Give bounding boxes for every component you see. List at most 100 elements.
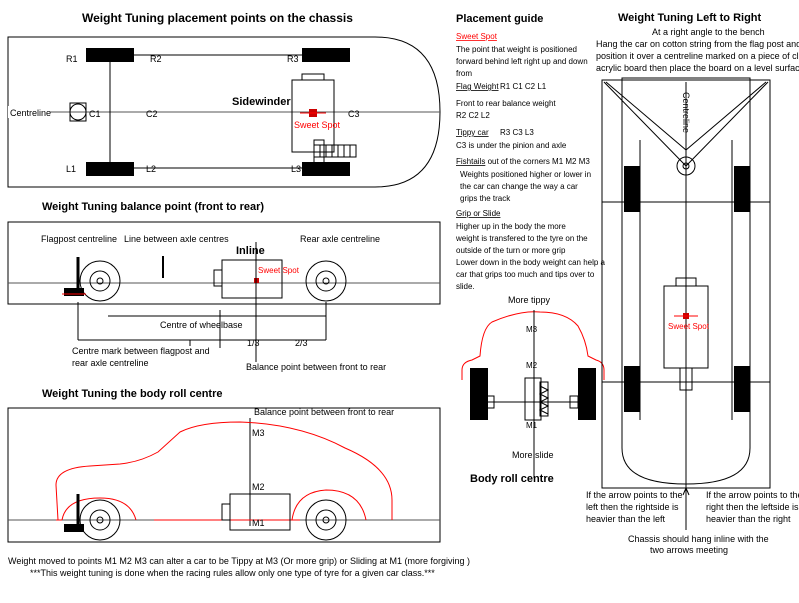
guide-sweet-spot-line: forward behind left right up and down [456, 57, 588, 66]
roll-side-view [7, 407, 441, 543]
guide-fishtails-head: Fishtails [456, 157, 485, 166]
guide-grip-line: Higher up in the body the more [456, 222, 566, 231]
wheel-front-left [86, 162, 134, 176]
sweet-spot-label: Sweet Spot [258, 266, 300, 275]
lr-centreline-label: Centreline [681, 92, 691, 133]
front-m3: M3 [526, 325, 538, 334]
roll-m1: M1 [252, 518, 265, 528]
lr-desc-line: acrylic board then place the board on a … [596, 63, 799, 73]
bottom-note-1: Weight moved to points M1 M2 M3 can alte… [8, 556, 470, 566]
car-body-outline [55, 421, 393, 521]
point-r1: R1 [66, 54, 78, 64]
guide-fishtails: Fishtails out of the corners M1 M2 M3 [456, 157, 590, 166]
lr-left-note: heavier than the left [586, 514, 666, 524]
wheel-rear-left [302, 162, 350, 176]
guide-sweet-spot-head: Sweet Spot [456, 32, 498, 41]
roll-m2: M2 [252, 482, 265, 492]
balance-title: Weight Tuning balance point (front to re… [42, 201, 264, 213]
two-third-label: 2/3 [295, 338, 308, 348]
guide-fishtails-line: grips the track [460, 194, 511, 203]
front-view-car [461, 310, 605, 478]
guide-grip-head: Grip or Slide [456, 209, 501, 218]
lr-desc-line: Hang the car on cotton string from the f… [596, 39, 799, 49]
point-r2: R2 [150, 54, 162, 64]
guide-front-rear: Front to rear balance weight [456, 99, 556, 108]
lr-title: Weight Tuning Left to Right [618, 12, 762, 24]
right-wheel [578, 368, 596, 420]
guide-fishtails-line: the car can change the way a car [460, 182, 578, 191]
front-body-outline [461, 311, 605, 380]
lr-hanging-chassis [601, 77, 771, 530]
guide-sweet-spot-line: The point that weight is positioned [456, 45, 577, 54]
flag-post-circle [676, 156, 696, 176]
roll-title: Weight Tuning the body roll centre [42, 388, 222, 400]
lr-right-angle: At a right angle to the bench [652, 27, 765, 37]
point-l1: L1 [66, 164, 76, 174]
centre-mark-label-2: rear axle centreline [72, 358, 149, 368]
point-l2: L2 [146, 164, 156, 174]
guide-tippy-head: Tippy car [456, 128, 489, 137]
lr-left-note: If the arrow points to the [586, 490, 683, 500]
guide-sweet-spot-line: from [456, 69, 472, 78]
guide-fishtails-rest: out of the corners M1 M2 M3 [485, 157, 590, 166]
chassis-title: Weight Tuning placement points on the ch… [82, 11, 353, 25]
lr-right-note: right then the leftside is [706, 502, 799, 512]
wheelbase-label: Centre of wheelbase [160, 320, 243, 330]
lr-hang-note: two arrows meeting [650, 545, 728, 555]
centre-mark-label-1: Centre mark between flagpost and [72, 346, 210, 356]
lr-left-note: left then the rightside is [586, 502, 679, 512]
lr-right-note: heavier than the right [706, 514, 791, 524]
bottom-note-2: ***This weight tuning is done when the r… [30, 568, 435, 578]
wheel-front-right [86, 48, 134, 62]
wheel-rear-right [734, 366, 750, 412]
roll-m3: M3 [252, 428, 265, 438]
point-c2: C2 [146, 109, 158, 119]
lr-desc-line: position it over a centreline marked on … [596, 51, 799, 61]
third-label: 1/3 [247, 338, 260, 348]
sidewinder-label: Sidewinder [232, 96, 291, 108]
front-m1: M1 [526, 421, 538, 430]
guide-front-rear-points: R2 C2 L2 [456, 111, 490, 120]
wheel-rear-left [624, 366, 640, 412]
wheel-front-left [624, 166, 640, 212]
flagpost-label: Flagpost centreline [41, 234, 117, 244]
guide-flag-weight-points: R1 C1 C2 L1 [500, 82, 547, 91]
centreline-label: Centreline [10, 108, 51, 118]
gear [313, 144, 357, 158]
chassis-plan-view [7, 36, 441, 188]
inline-label: Inline [236, 245, 265, 257]
guide-grip-line: slide. [456, 282, 475, 291]
wheel-front-right [734, 166, 750, 212]
lr-hang-note: Chassis should hang inline with the [628, 534, 769, 544]
roll-balance-label: Balance point between front to rear [254, 407, 394, 417]
rear-wheel [305, 499, 347, 541]
wheel-rear-right [302, 48, 350, 62]
point-l3: L3 [291, 164, 301, 174]
more-slide-label: More slide [512, 450, 554, 460]
guide-tippy-points: R3 C3 L3 [500, 128, 534, 137]
guide-fishtails-line: Weights positioned higher or lower in [460, 170, 591, 179]
front-wheel [79, 260, 121, 302]
point-c1: C1 [89, 109, 101, 119]
balance-side-view [7, 221, 441, 362]
front-m2: M2 [526, 361, 538, 370]
lr-sweet-spot-label: Sweet Spot [668, 322, 710, 331]
guide-flag-weight-head: Flag Weight [456, 82, 499, 91]
lr-right-note: If the arrow points to the [706, 490, 799, 500]
left-wheel [470, 368, 488, 420]
guide-grip-line: Lower down in the body weight can help a [456, 258, 606, 267]
point-c3: C3 [348, 109, 360, 119]
between-axles-label: Line between axle centres [124, 234, 229, 244]
sweet-spot-label: Sweet Spot [294, 120, 341, 130]
more-tippy-label: More tippy [508, 295, 551, 305]
point-r3: R3 [287, 54, 299, 64]
guide-grip-line: weight is transfered to the tyre on the [455, 234, 588, 243]
balance-point-label: Balance point between front to rear [246, 362, 386, 372]
guide-grip-line: car that grips too much and tips over to [456, 270, 595, 279]
guide-c3-note: C3 is under the pinion and axle [456, 141, 567, 150]
front-wheel [79, 499, 121, 541]
body-roll-title: Body roll centre [470, 473, 554, 485]
rear-wheel [305, 260, 347, 302]
guide-grip-line: outside of the turn or more grip [456, 246, 566, 255]
